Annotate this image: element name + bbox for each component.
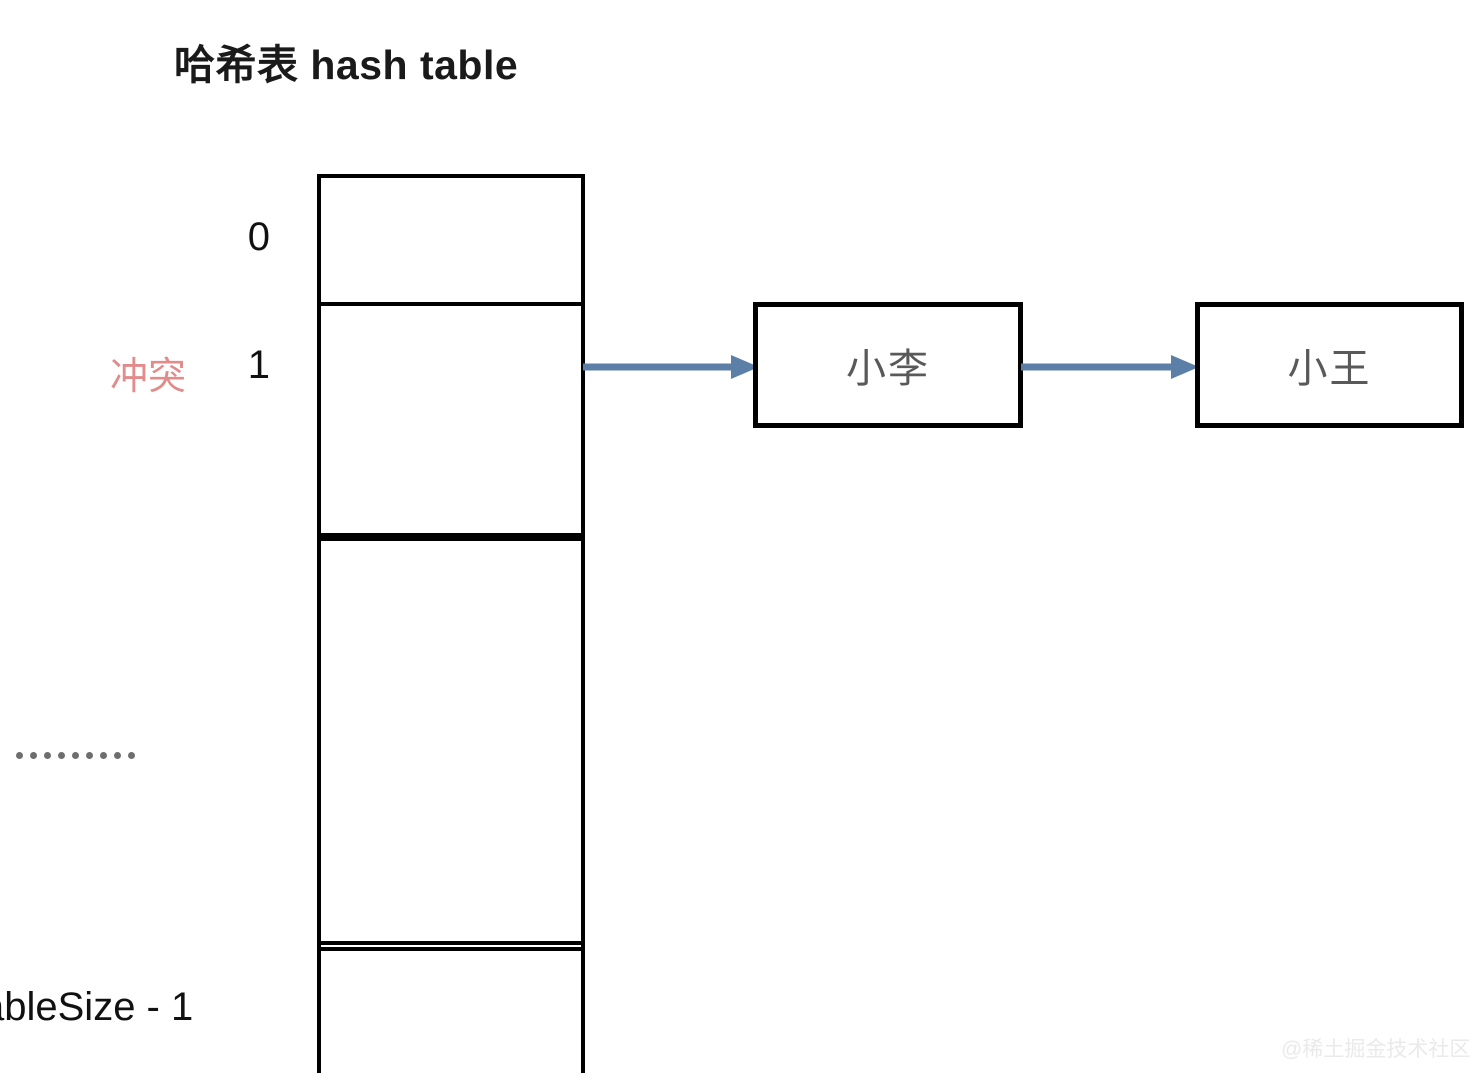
hash-table-array [317, 174, 585, 1073]
slot-divider [321, 537, 581, 541]
chain-node-label: 小李 [846, 347, 930, 391]
ellipsis-dot [16, 752, 23, 759]
chain-node-1[interactable]: 小李 [753, 302, 1023, 428]
page-title: 哈希表 hash table [174, 42, 519, 88]
ellipsis-dot [114, 752, 121, 759]
slot-divider [321, 947, 581, 951]
collision-annotation-label: 冲突 [110, 356, 187, 398]
ellipsis-dot [128, 752, 135, 759]
watermark: @稀土掘金技术社区 [1281, 1038, 1471, 1061]
slot-index-label-0: 0 [247, 215, 270, 259]
hash-table-slot-0[interactable] [321, 178, 581, 302]
hash-table-slot-ellipsis[interactable] [321, 541, 581, 947]
arrow-right-icon [583, 355, 759, 379]
chain-node-2[interactable]: 小王 [1195, 302, 1464, 428]
slot-index-label-1: 1 [247, 343, 270, 387]
slot-divider [321, 302, 581, 306]
slot-divider [317, 941, 585, 945]
ellipsis-dot [44, 752, 51, 759]
ellipsis-dot [100, 752, 107, 759]
ellipsis-dot [86, 752, 93, 759]
ellipsis-dot [30, 752, 37, 759]
ellipsis-dot [72, 752, 79, 759]
slot-index-label-last: ableSize - 1 [0, 985, 194, 1029]
slot-divider [317, 533, 585, 537]
hash-table-slot-last[interactable] [321, 951, 581, 1073]
hash-table-slot-1[interactable] [321, 306, 581, 536]
arrow-right-icon [1021, 355, 1199, 379]
chain-node-label: 小王 [1287, 347, 1372, 391]
ellipsis-dots [16, 752, 135, 759]
ellipsis-dot [58, 752, 65, 759]
